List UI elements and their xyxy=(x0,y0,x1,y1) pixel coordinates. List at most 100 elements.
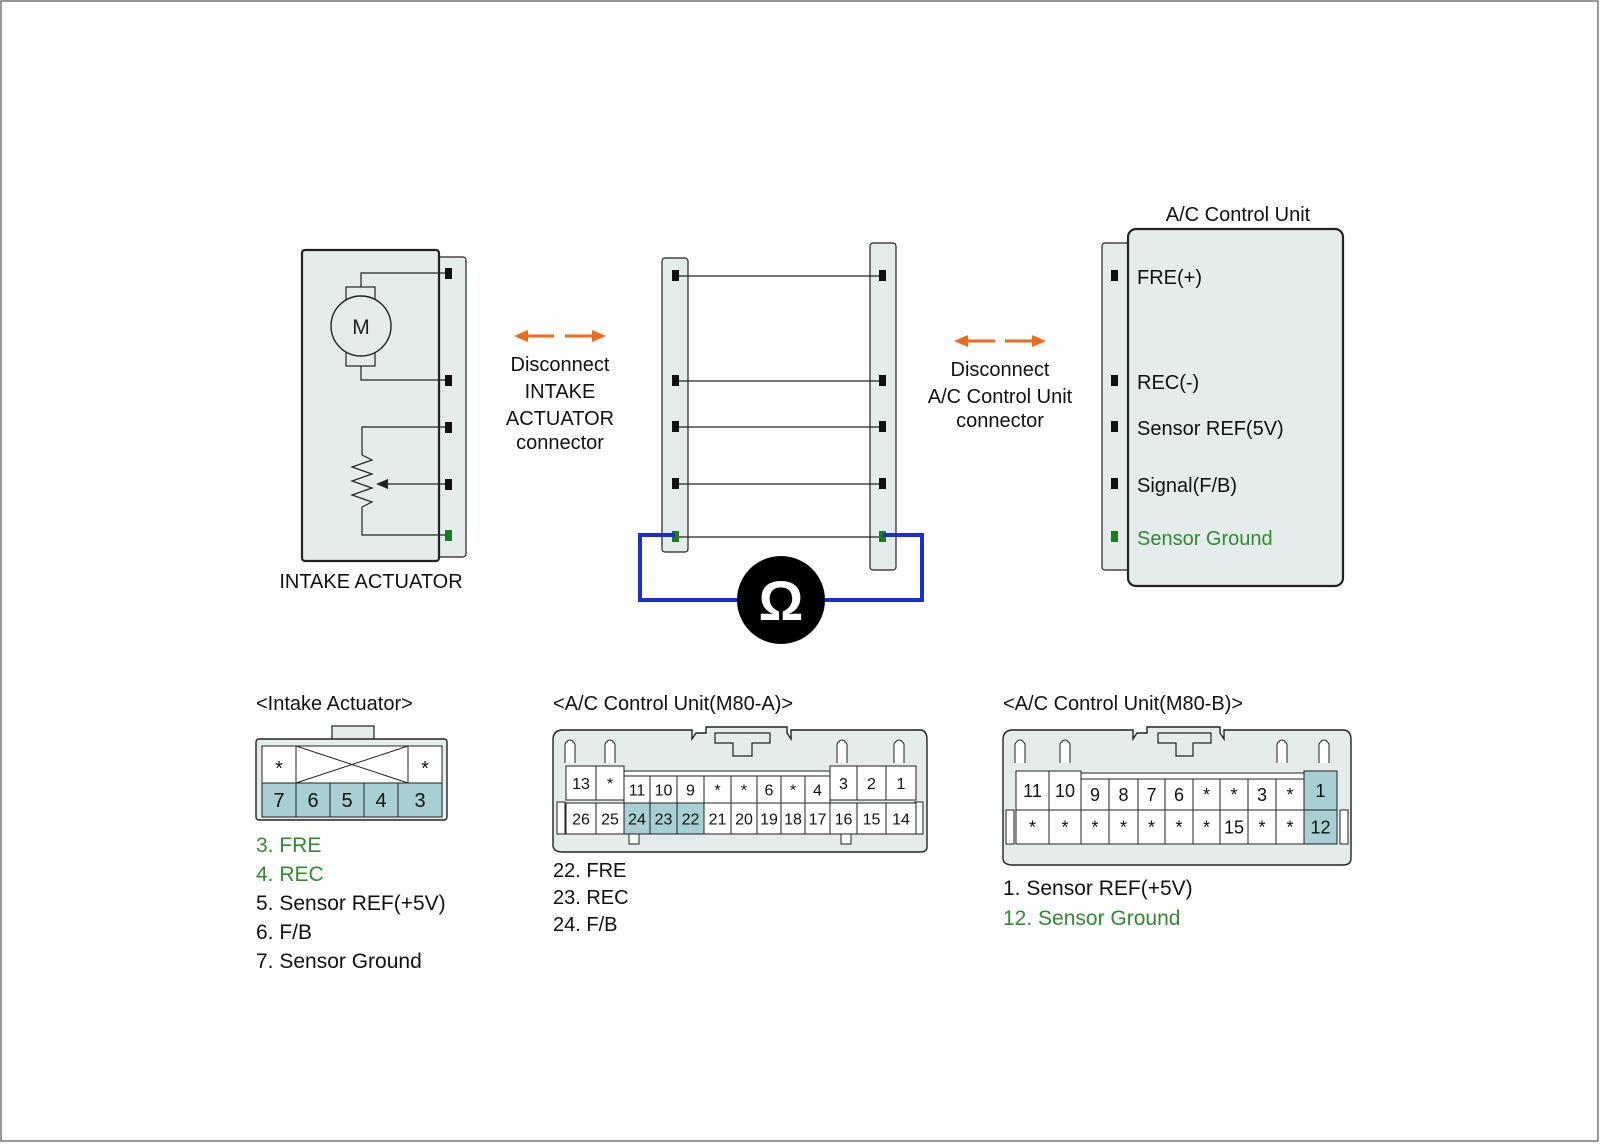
harness-pin-ground xyxy=(672,531,679,542)
harness-pin xyxy=(879,421,886,432)
cavity-label: 9 xyxy=(686,782,695,799)
lock-tab xyxy=(1059,739,1071,763)
cavity-label: * xyxy=(1061,817,1068,837)
cavity-label: * xyxy=(741,782,747,799)
lock-tab xyxy=(836,739,848,763)
control-unit-pin xyxy=(1111,375,1118,386)
cavity-label: * xyxy=(714,782,720,799)
potentiometer-wire-bottom xyxy=(361,507,447,536)
lock-tab xyxy=(564,739,576,763)
disconnect-left: Disconnect INTAKE ACTUATOR connector xyxy=(506,330,614,454)
cavity-label: 3 xyxy=(839,776,848,793)
cavity-label: 11 xyxy=(629,782,646,799)
legend-entry: 23. REC xyxy=(553,887,629,909)
connector-cavity xyxy=(829,802,858,835)
cavity-label: 12 xyxy=(1310,817,1330,837)
cavity-label: * xyxy=(1230,785,1237,805)
lock-tab xyxy=(1276,739,1288,763)
m80b-legend: 1. Sensor REF(+5V)12. Sensor Ground xyxy=(1003,877,1193,930)
connector-cavity xyxy=(363,782,399,818)
control-unit-pin xyxy=(1111,270,1118,281)
arrow-right-head xyxy=(1032,335,1046,347)
actuator-pin-ground xyxy=(445,530,452,541)
connector-cavity xyxy=(595,802,625,835)
actuator-pin xyxy=(445,375,452,386)
pin-label-fre: FRE(+) xyxy=(1137,267,1202,289)
m80b-side-rib-left xyxy=(1005,809,1015,845)
connector-cavity xyxy=(804,802,831,835)
control-unit-pin xyxy=(1111,478,1118,489)
cavity-label: 9 xyxy=(1090,785,1100,805)
motor-label: M xyxy=(352,316,370,339)
cavity-label: 10 xyxy=(655,782,673,799)
cavity-label: 1 xyxy=(897,776,906,793)
disconnect-left-line: ACTUATOR xyxy=(506,408,614,430)
cavity-label: 1 xyxy=(1315,781,1325,801)
connector-cavity xyxy=(1275,809,1305,845)
cavity-rib xyxy=(1080,772,1305,780)
intake-connector-title: <Intake Actuator> xyxy=(256,693,413,715)
cavity-label: * xyxy=(1120,817,1127,837)
cavity-label: 6 xyxy=(307,790,318,812)
connector-cavity xyxy=(1247,809,1277,845)
connector-cavity xyxy=(885,802,917,835)
m80a-connector-title: <A/C Control Unit(M80-A)> xyxy=(553,693,793,715)
connector-cavity xyxy=(649,802,678,835)
cavity-label: * xyxy=(1203,817,1210,837)
ohm-symbol: Ω xyxy=(759,569,804,632)
m80a-side-rib-left xyxy=(556,801,566,835)
connector-cavity xyxy=(885,765,917,801)
m80a-bottom-post xyxy=(840,833,852,845)
cavity-label: 6 xyxy=(1174,785,1184,805)
connector-cavity xyxy=(1080,809,1110,845)
potentiometer-resistor xyxy=(350,454,374,508)
connector-cavity xyxy=(1303,809,1338,845)
connector-cavity xyxy=(565,765,597,801)
cavity-label: * xyxy=(1286,785,1293,805)
cavity-label: * xyxy=(1203,785,1210,805)
cavity-label: * xyxy=(1091,817,1098,837)
connector-cavity xyxy=(1192,809,1221,845)
actuator-pin xyxy=(445,479,452,490)
wiper-arrow xyxy=(376,479,388,489)
lock-tab xyxy=(1318,739,1330,763)
disconnect-right-line: connector xyxy=(956,410,1044,432)
disconnect-left-line: Disconnect xyxy=(511,354,610,376)
connector-cavity xyxy=(295,782,331,818)
connector-cavity xyxy=(1015,809,1050,845)
cavity-label: * xyxy=(1148,817,1155,837)
cavity-label: * xyxy=(1286,817,1293,837)
cavity-label: 24 xyxy=(628,811,646,828)
arrow-right-head xyxy=(592,330,606,342)
cavity-label: 21 xyxy=(709,811,727,828)
cavity-label: 17 xyxy=(809,811,827,828)
meter-lead-right xyxy=(820,533,924,602)
harness xyxy=(661,242,897,571)
cavity-label: 5 xyxy=(341,790,352,812)
connector-latch xyxy=(331,725,375,741)
disconnect-left-line: INTAKE xyxy=(525,381,596,403)
cavity-label: 6 xyxy=(765,782,774,799)
empty-cavity-mark: * xyxy=(421,758,429,780)
disconnect-right-line: Disconnect xyxy=(951,359,1050,381)
intake-actuator: M INTAKE ACTUATOR xyxy=(279,248,467,593)
harness-connector-left xyxy=(661,257,689,553)
legend-entry: 1. Sensor REF(+5V) xyxy=(1003,877,1193,900)
legend-entry: 24. F/B xyxy=(553,914,617,936)
m80b-key xyxy=(1157,732,1212,757)
cavity-label: 4 xyxy=(813,782,822,799)
cavity-label: * xyxy=(790,782,796,799)
connector-cavity xyxy=(1303,770,1338,811)
control-unit-body xyxy=(1126,227,1345,588)
connector-cavity xyxy=(1164,809,1194,845)
cavity-label: * xyxy=(607,776,613,793)
m80a-lock-tabs xyxy=(564,739,905,763)
connector-cavity xyxy=(261,782,297,818)
cavity-label: 7 xyxy=(1146,785,1156,805)
m80a-bottom-post xyxy=(628,833,640,845)
